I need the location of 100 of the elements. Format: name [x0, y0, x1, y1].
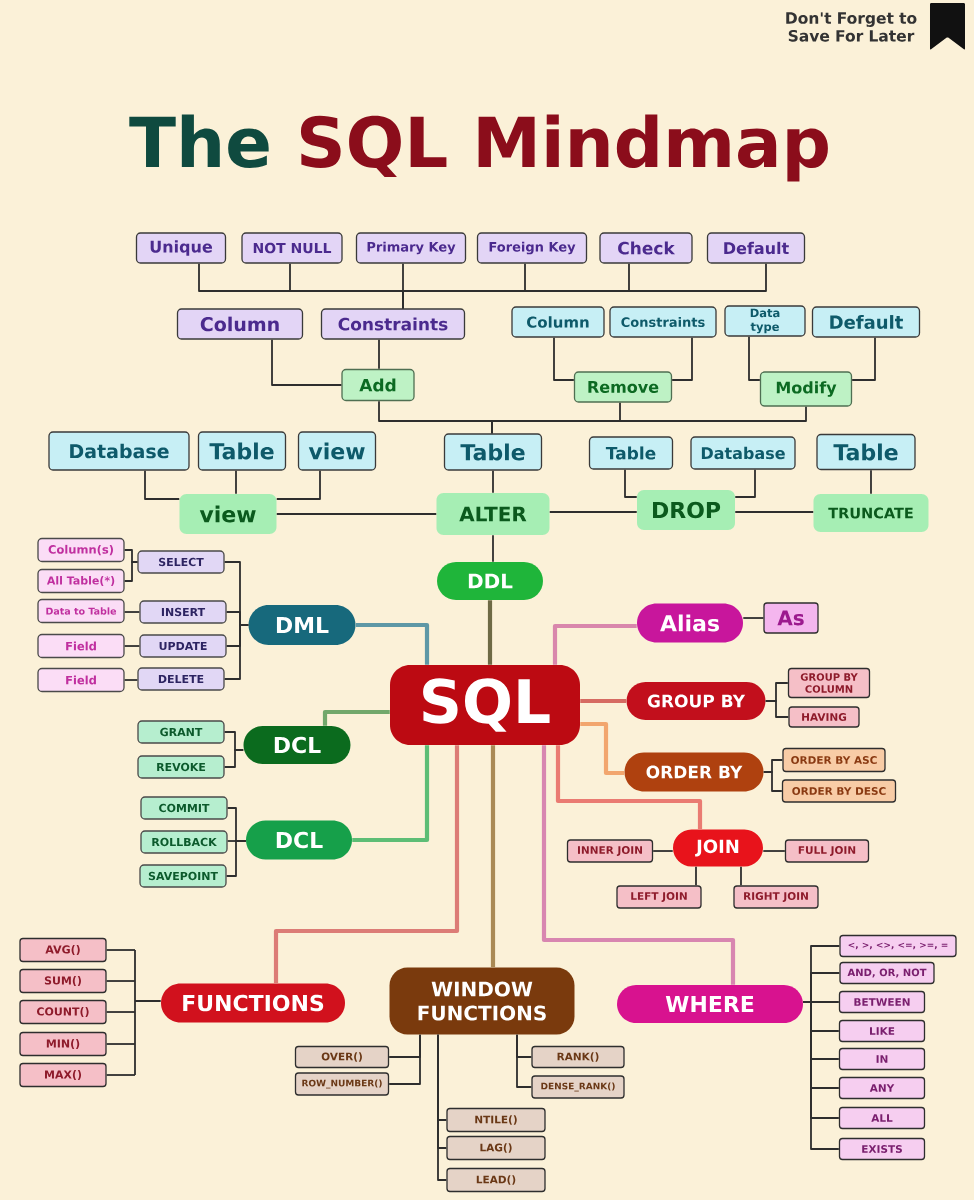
connector-line [671, 336, 693, 381]
term-box: GROUP BY COLUMN [787, 667, 871, 699]
term-box: Foreign Key [476, 232, 588, 264]
term-box: Data to Table [37, 598, 125, 624]
term-box: Column [176, 308, 304, 340]
connector-line [273, 745, 460, 984]
connector-line [764, 700, 790, 718]
term-box: Column [511, 306, 605, 338]
term-box: Database [690, 436, 796, 470]
connector-line [516, 1033, 533, 1088]
connector-line [870, 469, 872, 495]
connector-line [734, 468, 756, 498]
term-box: LAG() [446, 1135, 546, 1161]
term-box: HAVING [788, 706, 860, 728]
connector-line [492, 534, 494, 563]
term-box: MIN() [19, 1031, 107, 1057]
term-box: COMMIT [140, 796, 228, 820]
connector-line [734, 511, 815, 513]
connector-line [223, 749, 245, 768]
connector-line [762, 850, 786, 852]
connector-line [378, 338, 380, 370]
term-box: Field [37, 667, 125, 693]
connector-line [742, 617, 765, 619]
connector-line [123, 561, 139, 582]
connector-line [225, 840, 247, 877]
connector-line [580, 698, 627, 704]
title: The SQL Mindmap [129, 114, 828, 182]
term-box: Default [706, 232, 806, 264]
term-box: OVER() [294, 1045, 390, 1069]
note-text: Don't Forget to Save For Later [786, 12, 917, 42]
term-box: Modify [759, 371, 853, 407]
connector-line [740, 865, 742, 887]
connector-line [144, 469, 181, 500]
term-box: FULL JOIN [784, 839, 870, 863]
term-box: REVOKE [137, 755, 225, 779]
term-box: COUNT() [19, 999, 107, 1025]
term-box: Remove [573, 371, 673, 403]
term-box: INSERT [139, 600, 227, 624]
term-box: BETWEEN [838, 990, 926, 1014]
term-box: NTILE() [446, 1107, 546, 1133]
connector-line [402, 262, 767, 310]
term-box: Table [197, 431, 287, 471]
term-box: RIGHT JOIN [733, 885, 819, 909]
term-box: AVG() [19, 937, 107, 963]
category-pill: FUNCTIONS [161, 983, 345, 1023]
term-box: MAX() [19, 1062, 107, 1088]
term-box: view [297, 431, 377, 471]
term-box: LEAD() [446, 1167, 546, 1193]
term-box: LEFT JOIN [616, 885, 702, 909]
term-box: LIKE [838, 1019, 926, 1043]
term-box: Column(s) [37, 537, 125, 563]
term-box: All Table(*) [37, 568, 125, 594]
term-box: ORDER BY ASC [782, 747, 886, 773]
connector-line [352, 745, 430, 843]
term-box: DELETE [137, 667, 225, 691]
term-box: DENSE_RANK() [531, 1075, 625, 1099]
term-box: ALL [838, 1106, 926, 1130]
connector-line [105, 949, 162, 1076]
connector-line [624, 468, 638, 498]
term-box: Unique [135, 232, 227, 264]
term-box: Database [48, 431, 190, 471]
term-box: As [763, 602, 819, 634]
root-box: SQL [390, 665, 580, 745]
term-box: RANK() [531, 1045, 625, 1069]
term-box: INNER JOIN [566, 839, 654, 863]
connector-line [695, 865, 697, 887]
term-box: Add [341, 368, 415, 402]
term-box: <, >, <>, <=, >=, = [839, 934, 957, 958]
category-pill: GROUP BY [626, 682, 766, 720]
connector-line [275, 513, 438, 515]
connector-line [123, 611, 141, 613]
term-box: IN [838, 1047, 926, 1071]
term-box: SUM() [19, 968, 107, 994]
term-box: view [179, 494, 277, 534]
connector-line [275, 469, 321, 500]
connector-line [580, 721, 625, 776]
term-box: Primary Key [355, 232, 467, 264]
connector-line [548, 511, 638, 513]
term-box: EXISTS [838, 1137, 926, 1161]
connector-line [851, 336, 876, 381]
connector-line [541, 745, 736, 985]
term-box: Constraints [320, 308, 466, 340]
category-pill: DCL [243, 726, 351, 764]
category-pill: DML [248, 605, 356, 645]
term-box: ORDER BY DESC [781, 779, 897, 803]
term-box: Field [37, 633, 125, 659]
term-box: ROLLBACK [140, 830, 228, 854]
connector-line [487, 600, 493, 665]
connector-line [555, 745, 703, 830]
term-box: UPDATE [139, 634, 227, 658]
term-box: Table [816, 433, 916, 471]
term-box: Table [443, 433, 543, 471]
term-box: Default [811, 306, 921, 338]
connector-line [123, 679, 139, 681]
term-box: ALTER [436, 493, 550, 535]
connector-line [322, 709, 390, 726]
connector-line [123, 645, 141, 647]
term-box: SAVEPOINT [139, 864, 227, 888]
connector-line [235, 469, 237, 495]
term-box: SELECT [137, 550, 225, 574]
